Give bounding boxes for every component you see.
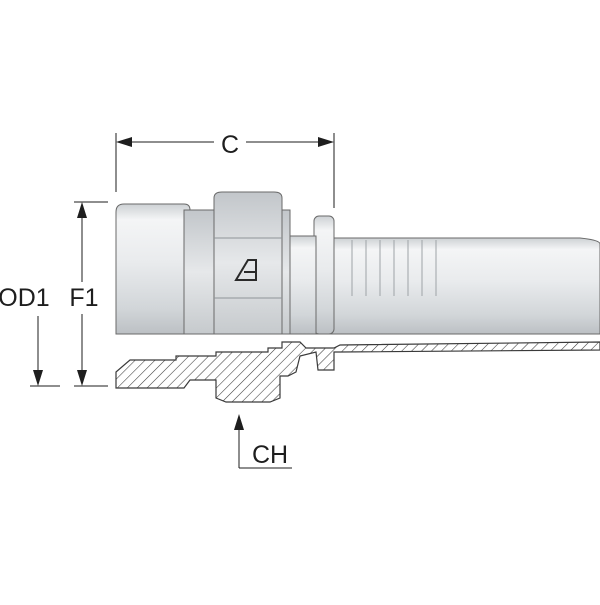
- dimension-c: [115, 133, 335, 208]
- hex-nut-face: [213, 191, 283, 335]
- hose-tail-body: [329, 237, 600, 335]
- dimension-ch-label: CH: [252, 441, 288, 469]
- collar-ring: [313, 215, 335, 335]
- dimension-c-label: C: [221, 131, 239, 159]
- dimension-f1: [74, 201, 108, 387]
- fitting-section-view: [115, 333, 600, 403]
- neck: [287, 235, 317, 335]
- swivel-body: [115, 203, 191, 335]
- fitting-external-view: [115, 191, 600, 335]
- serration-grooves: [351, 240, 437, 296]
- dimension-f1-label: F1: [69, 284, 98, 312]
- dimension-ch: [234, 414, 292, 469]
- dimension-od1-label: OD1: [0, 284, 50, 312]
- section-hatch: [115, 341, 600, 403]
- brand-logo-icon: [234, 259, 257, 281]
- dimension-od1: [30, 316, 60, 387]
